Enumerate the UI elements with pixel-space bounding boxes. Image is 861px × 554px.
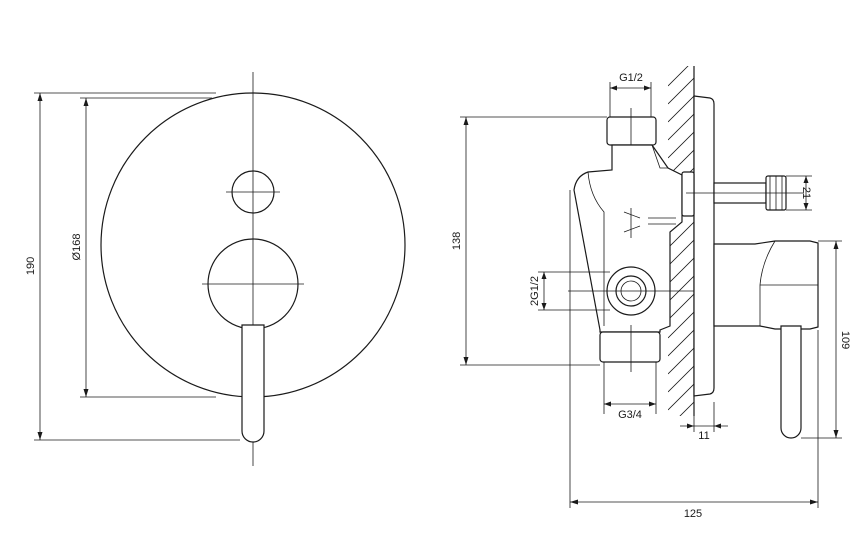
dim-top-inlet: G1/2	[609, 72, 652, 117]
dim-height-190: 190	[25, 92, 240, 441]
side-lever	[780, 325, 802, 439]
front-view: 190 Ø168	[25, 72, 406, 466]
diverter-spindle	[686, 175, 804, 211]
dim-plate-thickness-label: 11	[698, 430, 709, 442]
lever-handle	[241, 324, 265, 443]
dim-spindle-label: 21	[800, 187, 812, 199]
dim-top-inlet-label: G1/2	[619, 72, 643, 84]
dim-bottom-outlet-label: G3/4	[618, 409, 642, 421]
dim-side-port: 2G1/2	[529, 271, 610, 311]
valve-body	[568, 108, 695, 372]
dim-total-depth: 125	[569, 190, 819, 520]
dim-plate-thickness: 11	[680, 402, 728, 442]
dim-height-label: 190	[25, 257, 37, 275]
dim-spindle: 21	[786, 175, 812, 211]
dim-diameter-168: Ø168	[71, 97, 216, 398]
dim-side-port-label: 2G1/2	[529, 276, 541, 306]
diverter-knob	[226, 170, 280, 214]
dim-handle-height: 109	[801, 240, 851, 439]
wall-section	[668, 66, 695, 416]
handle-body	[713, 240, 819, 439]
dim-diameter-label: Ø168	[71, 234, 83, 261]
cover-plate-side	[693, 95, 715, 397]
dim-bottom-outlet: G3/4	[603, 362, 657, 421]
dim-body-height: 138	[451, 116, 607, 366]
side-view: G1/2 138 2G1/2 G3/4	[451, 66, 851, 520]
dim-total-depth-label: 125	[684, 508, 702, 520]
dim-handle-height-label: 109	[839, 331, 851, 349]
dim-body-height-label: 138	[451, 232, 463, 250]
